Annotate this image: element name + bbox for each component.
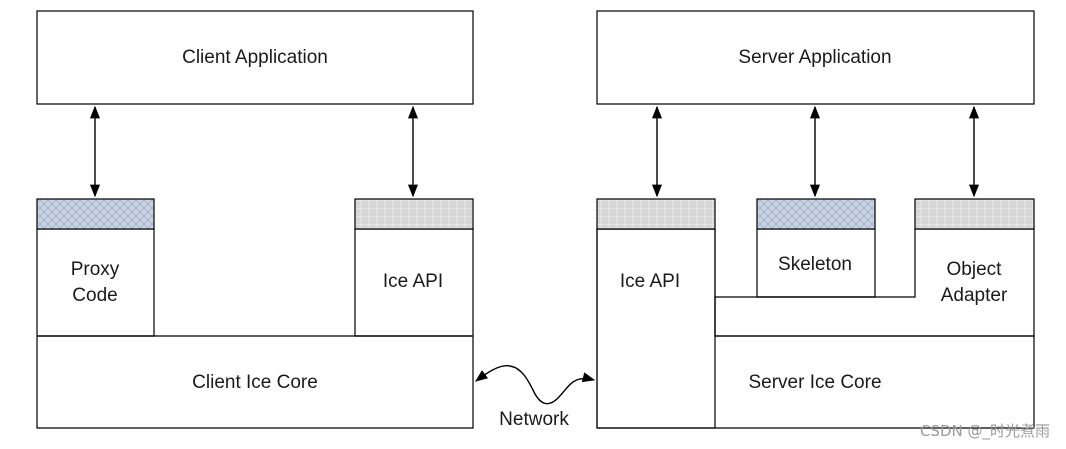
network-wave: [474, 365, 596, 405]
proxy-code-label-line1: Proxy: [71, 259, 120, 280]
client-ice-api-label: Ice API: [383, 271, 443, 292]
server-application-label: Server Application: [738, 47, 891, 68]
client-proxy-bar: [36, 198, 155, 230]
client-application-box: [36, 10, 474, 105]
client-application-label: Client Application: [182, 47, 328, 68]
object-adapter-label-line2: Adapter: [941, 285, 1008, 306]
client-side: Client Application Proxy Code Ice API Cl…: [36, 10, 474, 429]
server-ice-core-label: Server Ice Core: [748, 372, 881, 393]
client-api-bar: [354, 198, 474, 230]
server-ice-api-label: Ice API: [620, 271, 680, 292]
object-adapter-label-line1: Object: [947, 259, 1003, 280]
skeleton-label: Skeleton: [778, 254, 852, 275]
network-link: Network: [474, 365, 596, 430]
server-skeleton-bar: [756, 198, 876, 230]
proxy-code-label-line2: Code: [72, 285, 117, 306]
server-api-bar: [596, 198, 716, 230]
server-application-box: [596, 10, 1035, 105]
network-label: Network: [499, 409, 569, 430]
watermark: CSDN @_时光煮雨: [920, 422, 1050, 441]
client-ice-core-label: Client Ice Core: [192, 372, 318, 393]
server-skeleton-adapter-region: [714, 228, 1035, 337]
server-side: Server Application Ice API Skeleton Obje…: [596, 10, 1035, 429]
server-adapter-bar: [914, 198, 1035, 230]
